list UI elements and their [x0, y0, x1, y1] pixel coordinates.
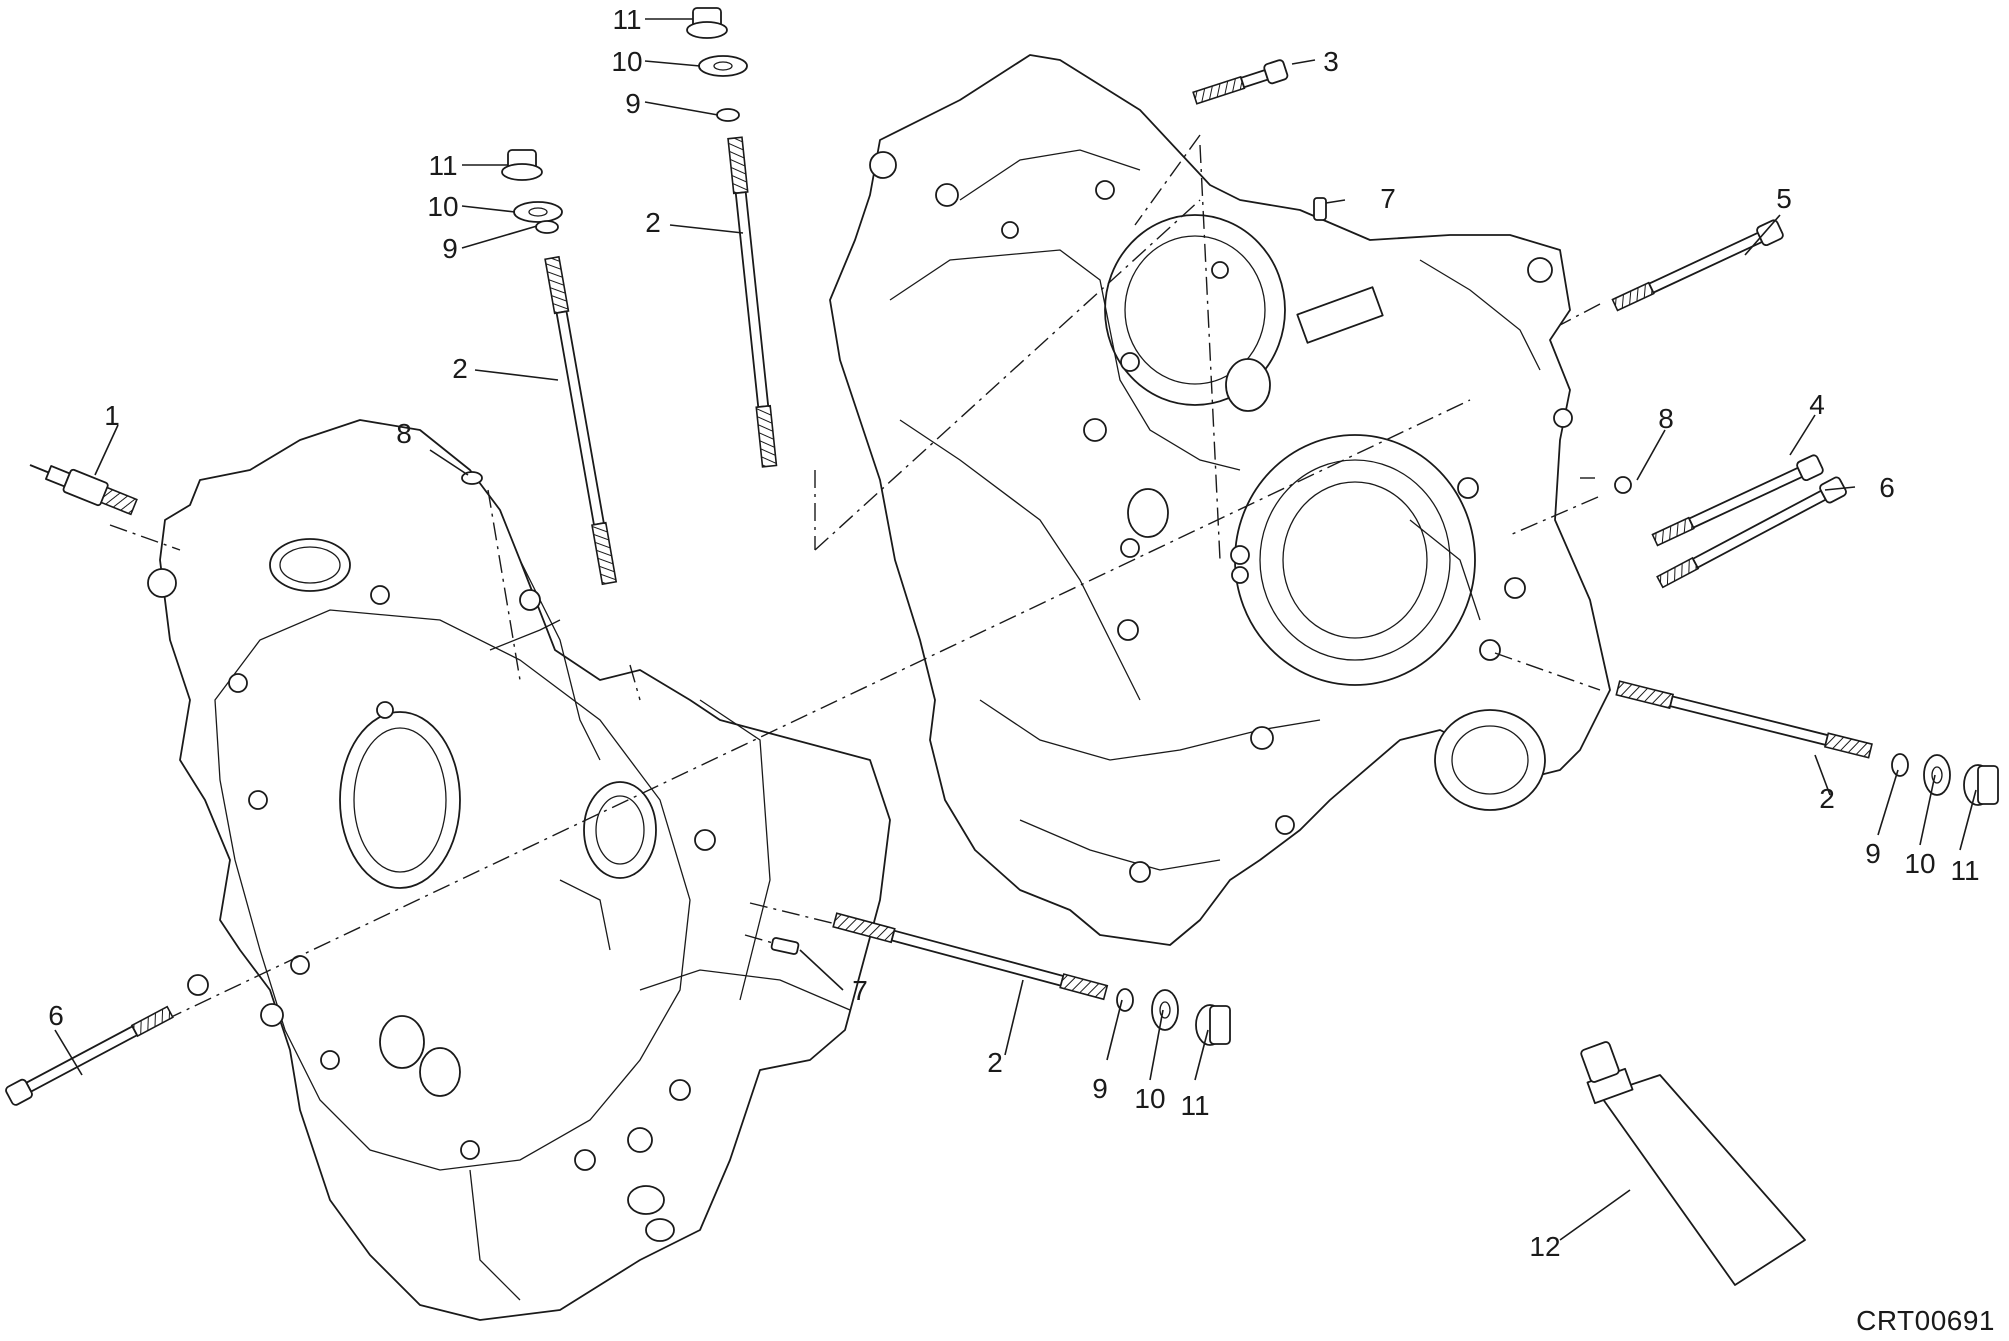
callout-11-top: 11 — [612, 4, 641, 35]
callout-8-right: 8 — [1658, 403, 1674, 434]
washer-lower-middle — [1151, 989, 1179, 1031]
callout-7-top: 7 — [1380, 183, 1396, 214]
washer-top-middle — [698, 55, 748, 77]
nut-lower-right — [1963, 764, 1999, 806]
callout-10-top: 10 — [611, 46, 642, 77]
washer-upper-left-hole — [528, 207, 548, 217]
diagram-code: CRT00691 — [1856, 1305, 1995, 1336]
sensor-part — [29, 464, 138, 516]
callout-7-bottom: 7 — [852, 975, 868, 1006]
callout-11-lower-middle: 11 — [1180, 1090, 1209, 1121]
callout-9-lower-middle: 9 — [1092, 1073, 1108, 1104]
screw-long-right — [1611, 219, 1784, 312]
oring-upper-left — [535, 220, 559, 234]
nut-upper-left — [501, 149, 543, 181]
callout-10-lower-middle: 10 — [1134, 1083, 1165, 1114]
callout-9-lower-right: 9 — [1865, 838, 1881, 869]
callout-8-left: 8 — [396, 418, 412, 449]
callout-3: 3 — [1323, 46, 1339, 77]
screw-top — [1192, 59, 1289, 105]
nut-top-middle — [686, 7, 728, 39]
stud-upper-left — [544, 255, 618, 586]
oring-top-middle — [716, 108, 740, 122]
oring-lower-right — [1891, 753, 1909, 777]
callout-4: 4 — [1809, 389, 1825, 420]
callout-12: 12 — [1529, 1231, 1560, 1262]
callout-2-lower-right: 2 — [1819, 783, 1835, 814]
washer-lower-right-hole — [1931, 766, 1943, 784]
sealant-tube — [1580, 1041, 1806, 1286]
callout-5: 5 — [1776, 183, 1792, 214]
callout-9-top: 9 — [625, 88, 641, 119]
stud-lower-middle — [832, 912, 1109, 1001]
washer-lower-right — [1923, 754, 1951, 796]
washer-upper-left — [513, 201, 563, 223]
oring-right-small — [1614, 476, 1632, 494]
washer-top-middle-hole — [713, 61, 733, 71]
callout-10-lower-right: 10 — [1904, 848, 1935, 879]
callout-9-upper-left: 9 — [442, 233, 458, 264]
screw-right-upper — [1651, 454, 1824, 547]
assembly-centerlines — [109, 134, 1601, 1021]
callout-6-right: 6 — [1879, 472, 1895, 503]
callout-1: 1 — [104, 400, 120, 431]
callout-2-lower-middle: 2 — [987, 1047, 1003, 1078]
left-crankcase-half — [147, 419, 891, 1321]
washer-lower-middle-hole — [1159, 1001, 1171, 1019]
leader-lines — [54, 18, 1977, 1241]
dowel-pin-top — [1313, 197, 1327, 221]
nut-lower-middle — [1195, 1004, 1231, 1046]
screw-left — [5, 1005, 174, 1106]
callout-10-upper-left: 10 — [427, 191, 458, 222]
dowel-pin-bottom — [770, 937, 800, 955]
callout-11-upper-left: 11 — [428, 150, 457, 181]
right-crankcase-half — [829, 54, 1611, 946]
stud-upper-middle — [727, 136, 778, 468]
callout-6-left: 6 — [48, 1000, 64, 1031]
callout-2-upper-left: 2 — [452, 353, 468, 384]
callout-11-lower-right: 11 — [1950, 855, 1979, 886]
callout-2-upper-middle: 2 — [645, 207, 661, 238]
stud-lower-right — [1615, 680, 1873, 759]
callout-labels: 1 2 2 2 2 3 4 5 6 6 7 7 8 8 9 9 9 9 10 1… — [48, 4, 1995, 1336]
